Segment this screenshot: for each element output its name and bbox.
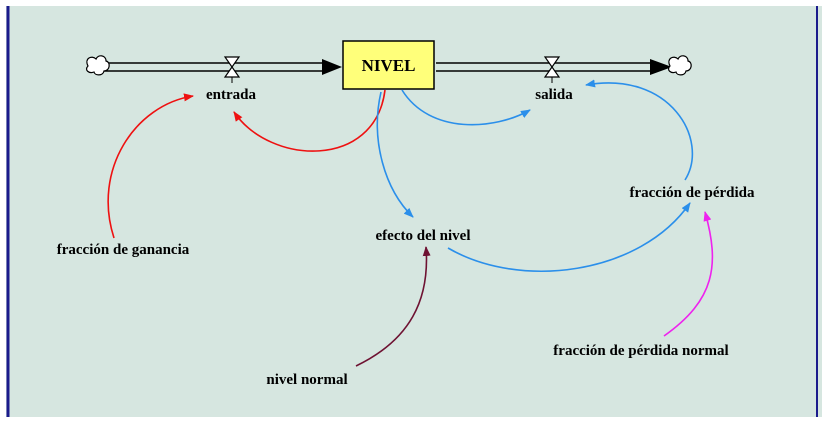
- normal-loss-fraction-label[interactable]: fracción de pérdida normal: [553, 343, 728, 359]
- link-normal-loss-fraction-to-loss-fraction: [663, 211, 714, 337]
- sink-cloud-icon: [667, 55, 692, 76]
- inflow-label[interactable]: entrada: [206, 87, 256, 103]
- link-gain-fraction-to-inflow: [107, 93, 194, 239]
- stock-nivel-label: NIVEL: [362, 56, 416, 75]
- link-level-to-outflow: [401, 89, 531, 126]
- link-level-to-level-effect: [376, 91, 414, 218]
- source-cloud-icon: [85, 55, 110, 76]
- link-loss-fraction-to-outflow: [585, 79, 694, 181]
- inflow-pipe: [103, 59, 342, 75]
- outflow-label[interactable]: salida: [535, 87, 573, 103]
- link-level-effect-to-loss-fraction: [447, 202, 691, 272]
- inflow-valve-icon: [223, 56, 241, 83]
- outflow-pipe: [436, 59, 672, 75]
- stock-nivel-box[interactable]: [342, 40, 435, 90]
- gain-fraction-label[interactable]: fracción de ganancia: [57, 242, 190, 258]
- loss-fraction-label[interactable]: fracción de pérdida: [630, 185, 755, 201]
- level-effect-label[interactable]: efecto del nivel: [376, 228, 471, 244]
- normal-level-label[interactable]: nivel normal: [266, 372, 347, 388]
- link-normal-level-to-level-effect: [355, 246, 431, 367]
- outflow-valve-icon: [543, 56, 561, 83]
